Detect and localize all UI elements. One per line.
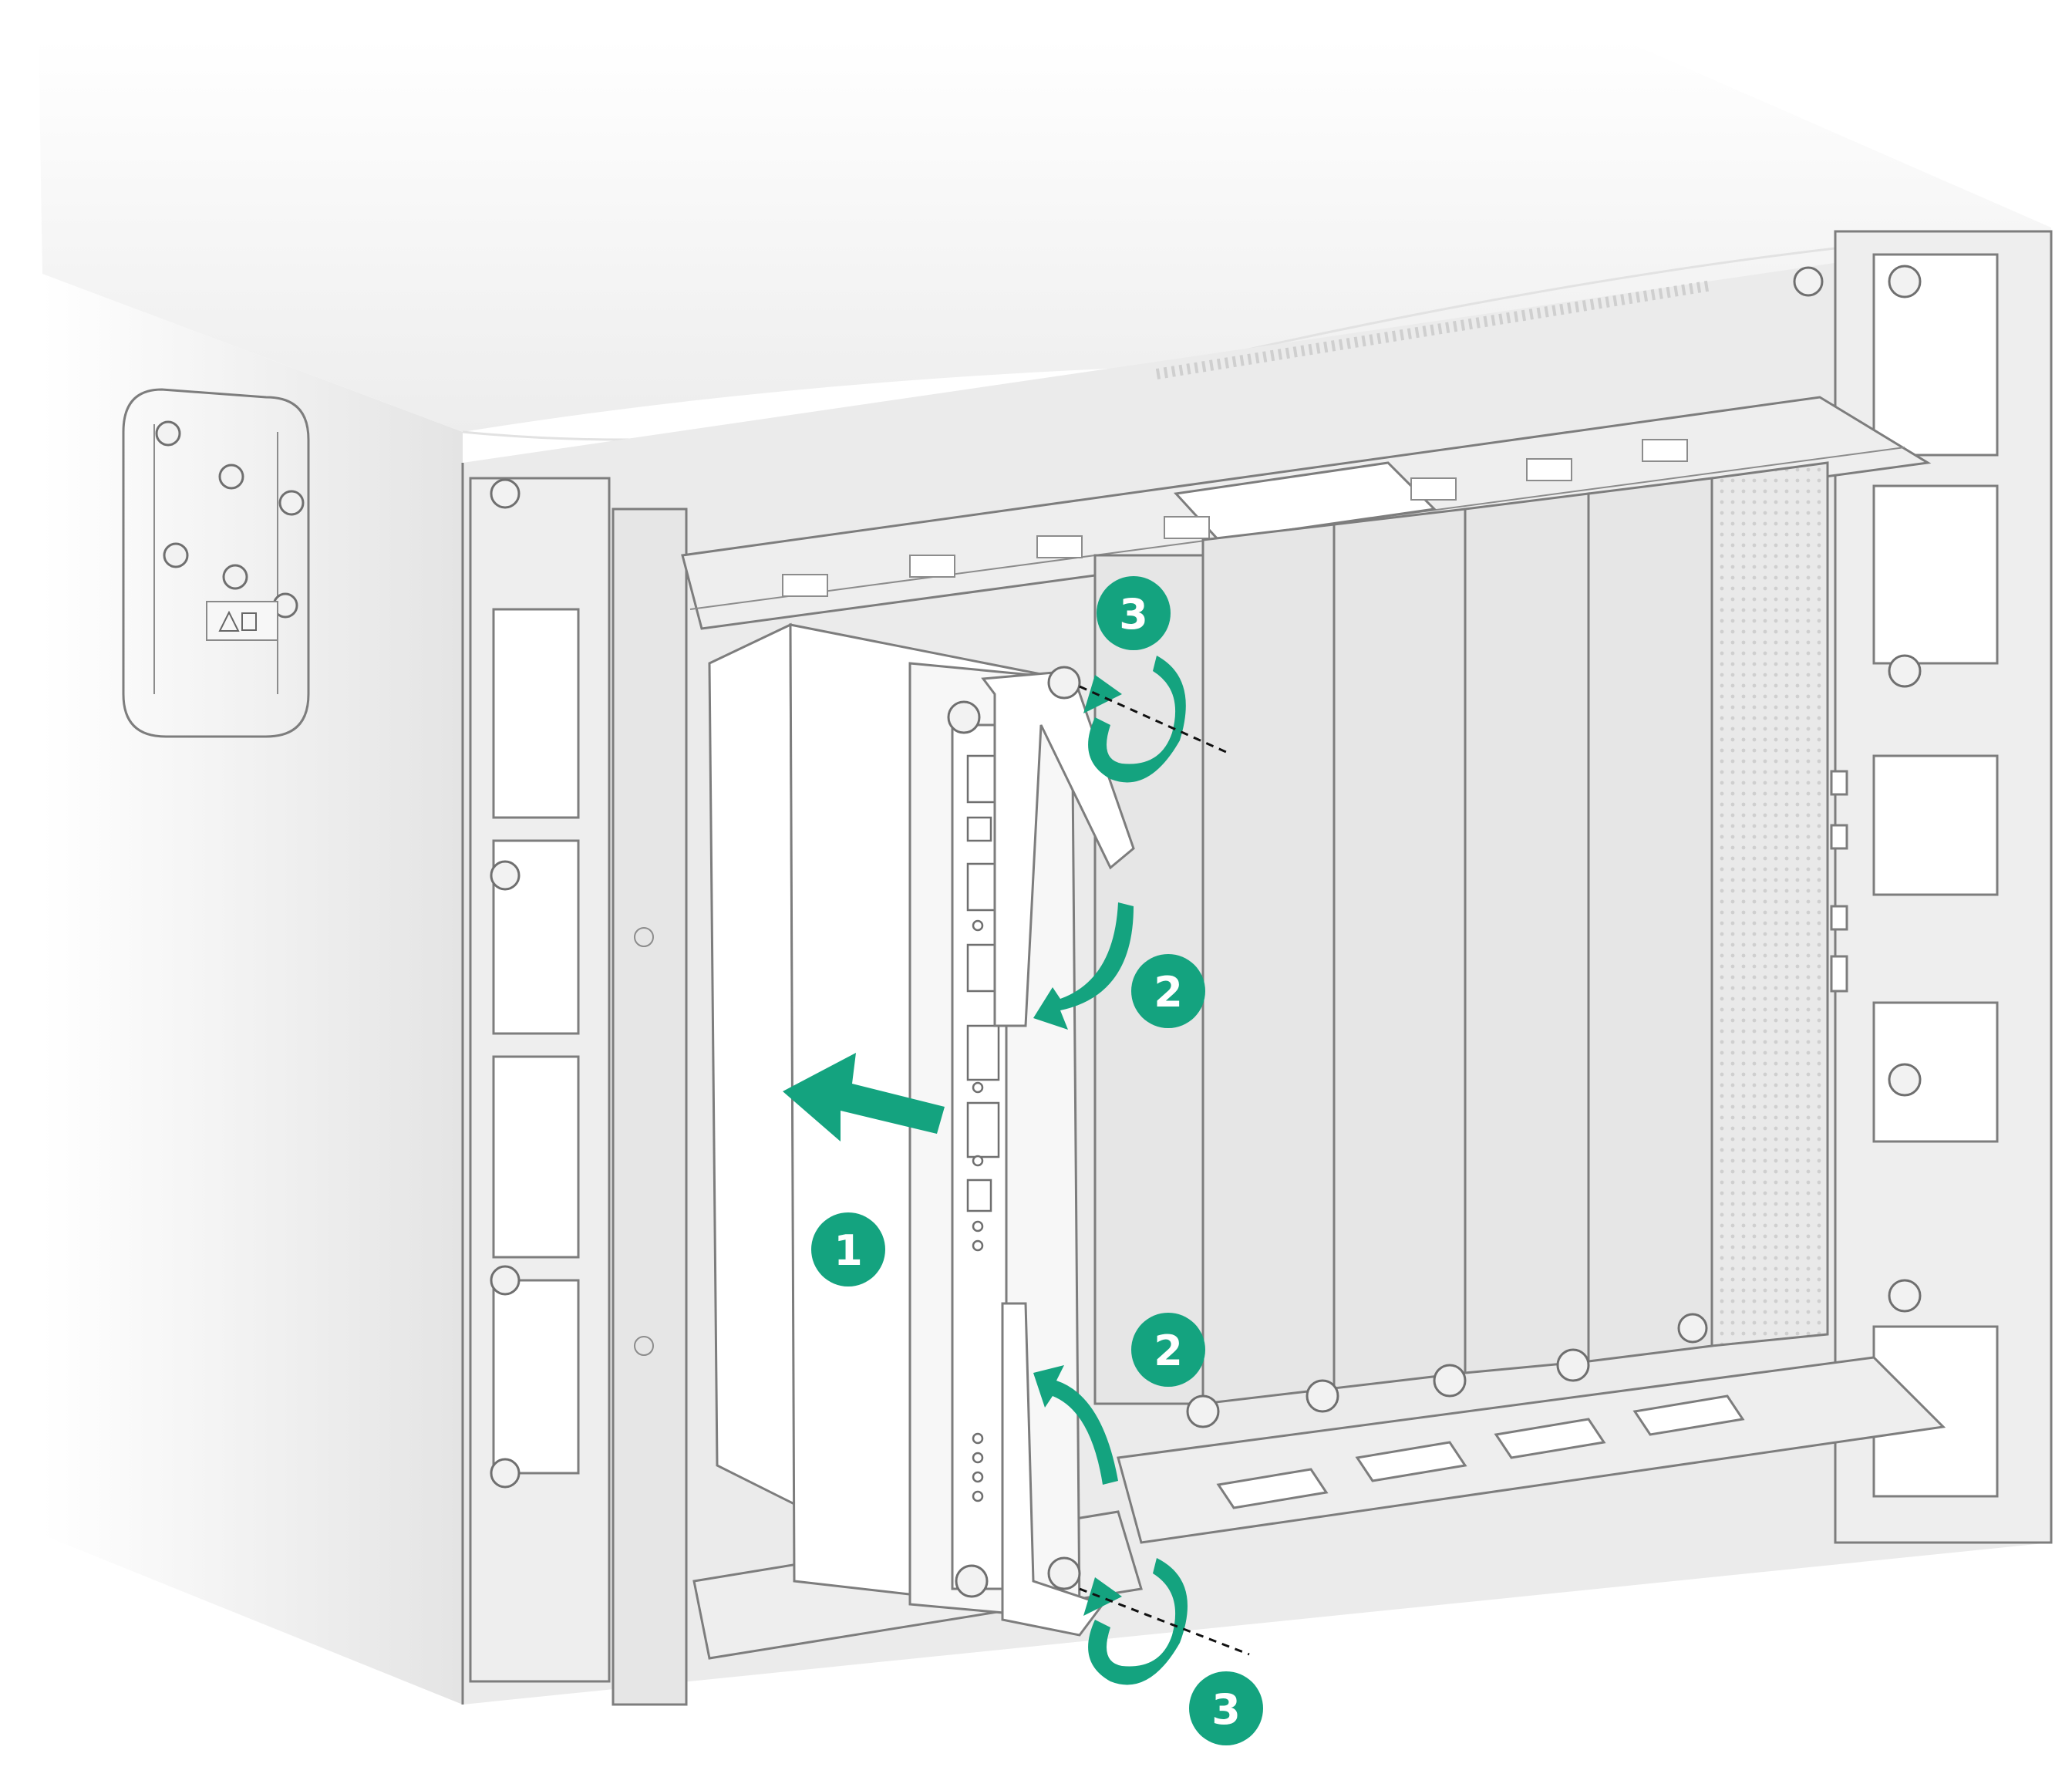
callout-label: 1 bbox=[834, 1226, 863, 1275]
callout-step-3-top: 3 bbox=[1097, 576, 1171, 650]
callout-label: 3 bbox=[1119, 590, 1148, 639]
callout-step-3-bottom: 3 bbox=[1189, 1671, 1263, 1745]
insert-arrow-icon bbox=[783, 1053, 945, 1141]
callout-label: 2 bbox=[1154, 1327, 1183, 1375]
callout-step-2-top: 2 bbox=[1131, 954, 1205, 1028]
warning-label bbox=[206, 601, 278, 641]
callout-step-2-bottom: 2 bbox=[1131, 1313, 1205, 1387]
top-card-guide bbox=[681, 280, 1932, 630]
rotation-axes bbox=[1079, 685, 1250, 1656]
front-panel-ports bbox=[966, 754, 1000, 1502]
rotate-arrow-icon bbox=[1033, 656, 1188, 1685]
callout-label: 3 bbox=[1211, 1685, 1241, 1734]
handle-screws bbox=[155, 420, 305, 619]
installed-module-slots bbox=[1093, 461, 1829, 1428]
slot-screw-icon bbox=[1186, 1313, 1708, 1428]
callout-label: 2 bbox=[1154, 968, 1183, 1017]
chassis-side-panel bbox=[42, 274, 463, 1705]
book-icon bbox=[241, 612, 257, 631]
callout-step-1: 1 bbox=[811, 1212, 885, 1286]
warning-triangle-icon bbox=[218, 610, 240, 632]
